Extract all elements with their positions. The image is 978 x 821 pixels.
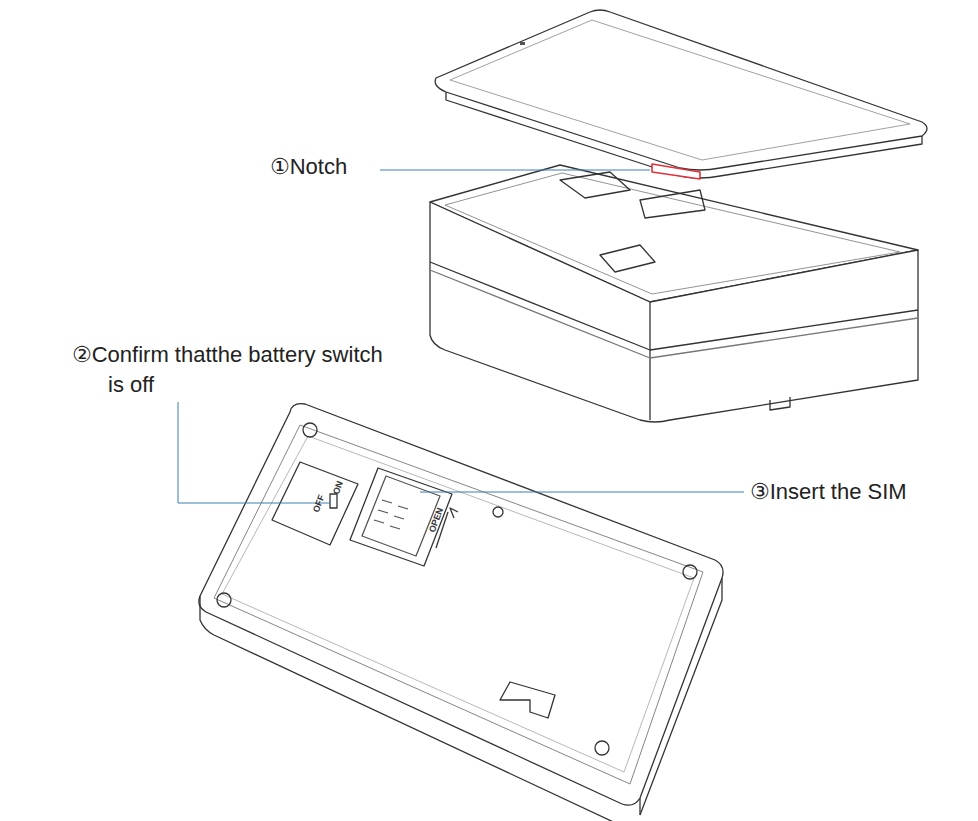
callout-label: ②Confirm thatthe battery switch is off <box>72 340 402 399</box>
callout-label: ①Notch <box>270 152 347 182</box>
callout-label: ③Insert the SIM <box>750 477 907 507</box>
